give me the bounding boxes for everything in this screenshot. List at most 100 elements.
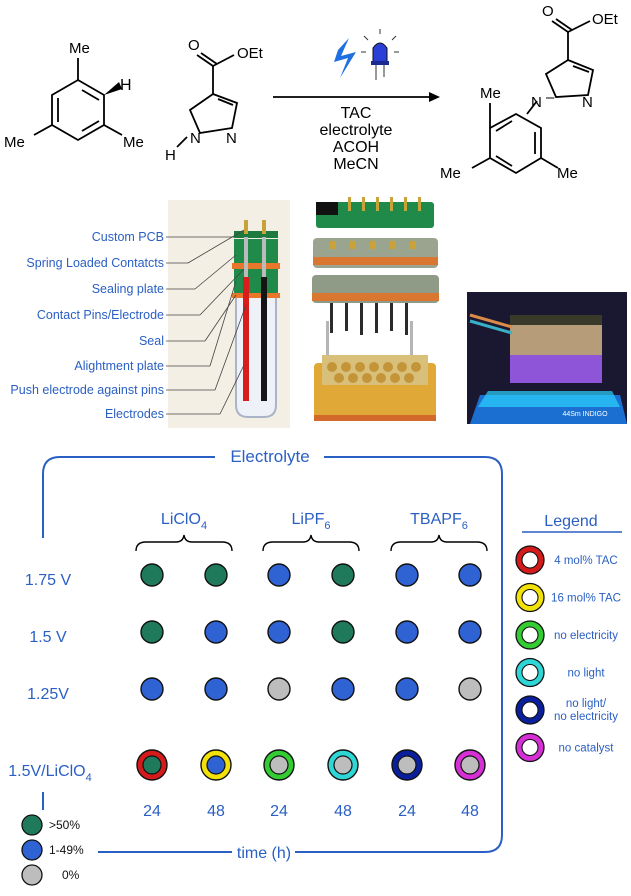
result-dot	[331, 677, 355, 701]
result-dot	[204, 677, 228, 701]
electrolyte-lipf6: LiPF6	[291, 511, 330, 532]
legend-label: no light/no electricity	[554, 698, 618, 723]
time-label: 24	[270, 803, 288, 820]
time-axis-label: time (h)	[237, 845, 291, 862]
mesitylene-me-right: Me	[123, 134, 144, 151]
device-schematic: Custom PCB Spring Loaded Contatcts Seali…	[10, 197, 627, 428]
result-dot	[140, 620, 164, 644]
label-spring-contacts: Spring Loaded Contatcts	[26, 256, 164, 270]
time-label: 24	[398, 803, 416, 820]
mesitylene-structure	[33, 58, 123, 142]
control-dot	[206, 755, 226, 775]
product-n1: N	[531, 94, 542, 111]
row-label-1-5v: 1.5 V	[29, 629, 67, 646]
time-label: 24	[143, 803, 161, 820]
electrolyte-licl04: LiClO4	[161, 511, 207, 532]
result-dot	[395, 677, 419, 701]
pyrazole-ester-oet: OEt	[237, 45, 264, 62]
legend-label: 16 mol% TAC	[551, 593, 621, 605]
time-label: 48	[207, 803, 225, 820]
device-photo: 44Sm INDIGO	[467, 292, 627, 424]
legend-ring-center	[521, 738, 539, 757]
result-dot	[140, 563, 164, 587]
result-dot	[267, 677, 291, 701]
yield-key: >50% 1-49% 0%	[21, 814, 84, 886]
control-dot	[333, 755, 353, 775]
result-dot	[267, 563, 291, 587]
product-me-top: Me	[480, 85, 501, 102]
result-dot	[140, 677, 164, 701]
row-label-1-75v: 1.75 V	[25, 572, 72, 589]
control-dot	[460, 755, 480, 775]
result-dot	[331, 620, 355, 644]
black-electrode	[261, 277, 267, 401]
reaction-arrow-head	[429, 92, 440, 102]
product-me-right: Me	[557, 165, 578, 182]
yield-key-dot	[21, 839, 43, 861]
yield-key-label: >50%	[49, 818, 80, 832]
product-structure	[471, 18, 595, 175]
control-dot	[397, 755, 417, 775]
mesitylene-me-left: Me	[4, 134, 25, 151]
legend-label: no light	[567, 668, 605, 680]
mesitylene-h: H	[120, 77, 132, 94]
seal-layer-top	[232, 263, 280, 269]
product-n2: N	[582, 94, 593, 111]
result-dot	[204, 620, 228, 644]
condition-tac: TAC	[341, 105, 372, 122]
label-electrodes: Electrodes	[105, 407, 164, 421]
product-o: O	[542, 3, 554, 20]
legend-ring-center	[521, 663, 539, 682]
control-dot	[142, 755, 162, 775]
alignment-layer	[234, 269, 278, 293]
legend-ring-center	[521, 626, 539, 644]
pyrazole-nh-h: H	[165, 147, 176, 164]
pyrazole-nh-n: N	[190, 130, 201, 147]
legend-ring-center	[521, 701, 539, 719]
condition-acoh: ACOH	[333, 139, 379, 156]
time-labels: 24 48 24 48 24 48	[143, 803, 479, 820]
legend-ring-center	[521, 551, 539, 569]
row-label-1-25v: 1.25V	[27, 686, 69, 703]
result-dot	[458, 620, 482, 644]
label-contact-pins: Contact Pins/Electrode	[37, 308, 164, 322]
time-label: 48	[334, 803, 352, 820]
condition-electrolyte: electrolyte	[320, 122, 393, 139]
seal-layer-bottom	[232, 293, 280, 298]
photo-label: 44Sm INDIGO	[562, 411, 608, 418]
yield-key-label: 1-49%	[49, 843, 84, 857]
electrolyte-title: Electrolyte	[230, 447, 309, 466]
label-seal: Seal	[139, 334, 164, 348]
led-icon	[361, 29, 399, 80]
product-dash: –	[546, 89, 555, 106]
mesitylene-me-top: Me	[69, 40, 90, 57]
label-custom-pcb: Custom PCB	[92, 230, 164, 244]
legend-label: no electricity	[554, 630, 618, 642]
result-dot	[395, 563, 419, 587]
result-dot	[331, 563, 355, 587]
product-oet: OEt	[592, 11, 619, 28]
custom-pcb-part	[234, 231, 278, 238]
legend: 4 mol% TAC 16 mol% TAC no electricity no li…	[515, 545, 621, 763]
product-me-left: Me	[440, 165, 461, 182]
control-dot	[269, 755, 289, 775]
wedge-bond	[104, 82, 122, 95]
yield-key-label: 0%	[62, 868, 80, 882]
electrolyte-tbapf6: TBAPF6	[410, 511, 468, 532]
yield-key-dot	[21, 814, 43, 836]
result-grid	[136, 563, 486, 781]
row-label-control: 1.5V/LiClO4	[8, 763, 92, 784]
results-frame	[42, 456, 503, 853]
condition-mecn: MeCN	[333, 156, 378, 173]
electrolyte-braces	[135, 534, 488, 552]
legend-ring-center	[521, 588, 539, 607]
legend-label: 4 mol% TAC	[554, 555, 617, 567]
result-dot	[458, 563, 482, 587]
screening-results: Electrolyte time (h) LiClO4 LiPF6 TBAPF6…	[8, 447, 622, 886]
legend-label: no catalyst	[559, 743, 615, 755]
pyrazole-n: N	[226, 130, 237, 147]
label-push-electrode: Push electrode against pins	[10, 383, 164, 397]
yield-key-dot	[21, 864, 43, 886]
legend-title: Legend	[544, 513, 597, 530]
time-label: 48	[461, 803, 479, 820]
